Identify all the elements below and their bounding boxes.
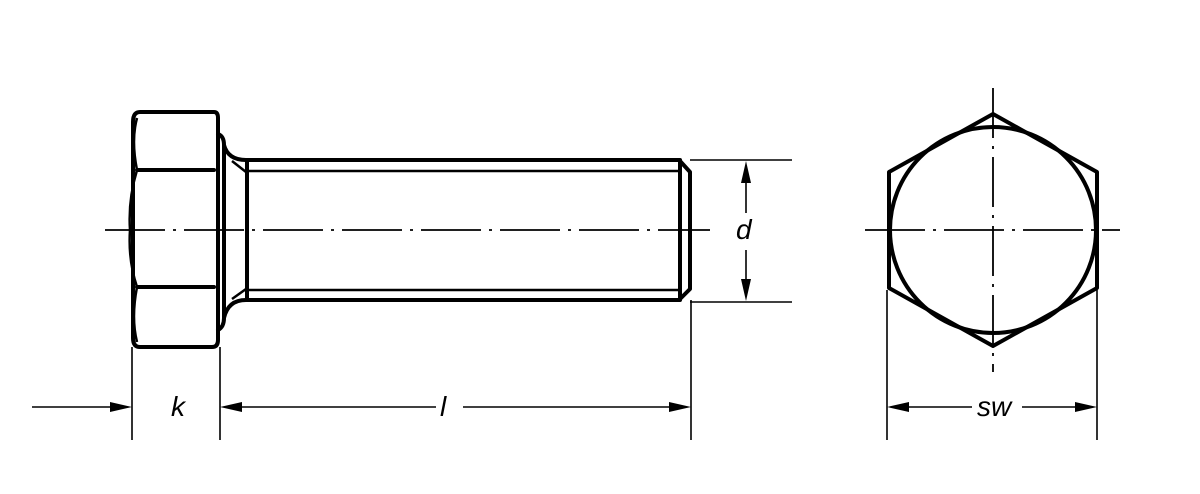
d-arrow-bottom-icon	[741, 279, 751, 301]
dim-label-k: k	[168, 393, 188, 421]
d-arrow-top-icon	[741, 161, 751, 183]
runout-lower	[231, 287, 247, 301]
l-arrow-left-icon	[220, 402, 242, 412]
fillet-upper	[222, 143, 248, 162]
hex-outline	[887, 112, 1099, 348]
runout-upper	[231, 160, 247, 173]
k-arrow-left-icon	[110, 402, 132, 412]
dim-label-sw: sw	[974, 393, 1015, 421]
side-view	[105, 110, 710, 349]
dim-label-l: l	[437, 393, 450, 421]
bolt-head	[131, 110, 220, 349]
l-arrow-right-icon	[669, 402, 691, 412]
sw-arrow-left-icon	[887, 402, 909, 412]
fillet-lower	[222, 298, 248, 320]
side-dimensions	[32, 159, 792, 440]
end-view	[865, 88, 1120, 440]
washer-face	[216, 132, 226, 332]
dim-label-d: d	[733, 216, 755, 244]
sw-arrow-right-icon	[1075, 402, 1097, 412]
